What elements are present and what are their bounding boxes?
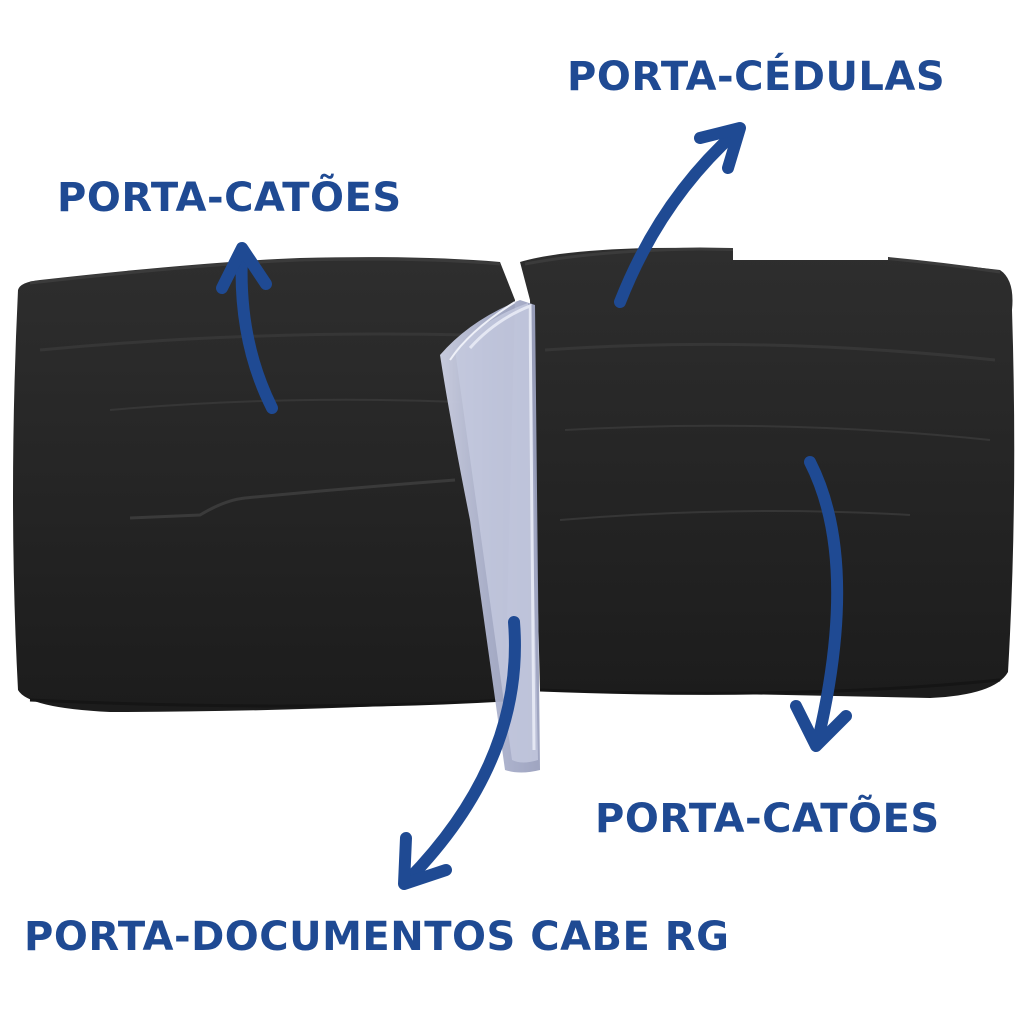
curved-arrow-icon [216, 242, 278, 414]
zipper-top-right [524, 247, 1001, 274]
label-porta-cartoes-left: PORTA-CATÕES [57, 175, 402, 221]
wallet-left-panel [13, 257, 515, 712]
wallet-right-panel [520, 247, 1015, 698]
label-porta-documentos: PORTA-DOCUMENTOS CABE RG [24, 914, 730, 960]
wallet [13, 247, 1015, 712]
white-patch [733, 242, 888, 260]
label-porta-cedulas: PORTA-CÉDULAS [567, 54, 946, 100]
zipper-top-left [29, 257, 501, 285]
curved-arrow-icon [790, 456, 852, 752]
curved-arrow-icon [398, 616, 521, 890]
curved-arrow-icon [614, 122, 746, 308]
label-porta-cartoes-right: PORTA-CATÕES [595, 796, 940, 842]
